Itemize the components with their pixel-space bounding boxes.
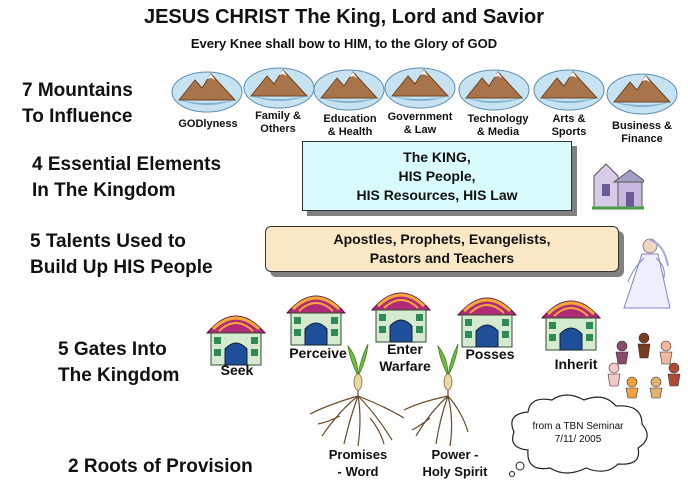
mountain-label-line: & Law [403, 124, 437, 136]
mountain-icon [458, 64, 530, 112]
mountain-label-line: Finance [621, 133, 663, 145]
church-icon [592, 163, 644, 210]
mountain-label-line: & Health [327, 126, 373, 138]
people-circle-icon [607, 332, 681, 399]
mountain-label-line: Arts & [552, 113, 586, 125]
mountain-education [313, 64, 385, 117]
mountain-label: Education & Health [310, 113, 390, 139]
elements-box-line: The KING, [403, 149, 471, 165]
elements-box-line: HIS Resources, HIS Law [356, 187, 518, 203]
row-label-line: The Kingdom [58, 365, 180, 386]
bride-icon [623, 238, 671, 309]
row-label-elements: 4 Essential Elements In The Kingdom [32, 152, 221, 204]
gate-label-line: Perceive [289, 345, 347, 361]
gate-label: Inherit [546, 356, 606, 373]
elements-box: The KING, HIS People, HIS Resources, HIS… [302, 141, 572, 211]
gate-icon [540, 288, 602, 354]
gate-label-line: Posses [465, 346, 515, 362]
gate-icon [370, 280, 432, 346]
cloud-callout [509, 394, 648, 477]
mountain-label: Arts & Sports [529, 113, 609, 139]
mountain-icon [171, 66, 243, 114]
root-label-line: Power - [431, 447, 479, 462]
gate-label: Perceive [280, 345, 356, 362]
mountain-business [606, 68, 678, 121]
mountain-label-line: Family & [255, 110, 301, 122]
mountain-label: Family & Others [238, 110, 318, 136]
talents-box: Apostles, Prophets, Evangelists, Pastors… [265, 226, 619, 272]
mountain-family [243, 62, 315, 115]
mountain-label-line: Technology [467, 113, 529, 125]
row-label-talents: 5 Talents Used to Build Up HIS People [30, 229, 213, 281]
cloud-text-line: 7/11/ 2005 [554, 434, 602, 445]
mountain-label-line: & Media [476, 126, 520, 138]
root-label-line: Promises [328, 447, 388, 462]
root-label-line: - Word [337, 464, 379, 479]
gate-label-line: Seek [220, 362, 254, 378]
root-label: Power - Holy Spirit [410, 446, 500, 480]
mountain-icon [313, 64, 385, 112]
row-label-gates: 5 Gates Into The Kingdom [58, 337, 179, 389]
mountain-icon [533, 64, 605, 112]
gate-label-line: Warfare [379, 358, 431, 374]
mountain-government [384, 62, 456, 115]
gate-label-line: Enter [387, 341, 423, 357]
page-subtitle: Every Knee shall bow to HIM, to the Glor… [190, 36, 498, 51]
mountain-label-line: Education [323, 113, 377, 125]
cloud-text: from a TBN Seminar 7/11/ 2005 [518, 420, 638, 446]
row-label-line: In The Kingdom [32, 180, 176, 201]
mountain-label-line: Business & [612, 120, 672, 132]
cloud-text-line: from a TBN Seminar [532, 421, 624, 432]
mountain-label: Business & Finance [602, 120, 682, 146]
roots-illustration [309, 343, 469, 447]
row-label-line: 4 Essential Elements [32, 154, 222, 175]
row-label-line: 5 Gates Into [58, 339, 167, 360]
mountain-label: Government & Law [380, 111, 460, 137]
mountain-icon [384, 62, 456, 110]
mountain-godlyness [171, 66, 243, 119]
mountain-label-line: Government [387, 111, 453, 123]
row-label-line: To Influence [22, 106, 133, 127]
row-label-line: 5 Talents Used to [30, 231, 186, 252]
gate-label: Seek [207, 362, 267, 379]
mountain-technology [458, 64, 530, 117]
mountain-label: GODlyness [168, 118, 248, 131]
row-label-roots: 2 Roots of Provision [68, 456, 253, 477]
gate-label: Enter Warfare [370, 341, 440, 375]
talents-box-line: Apostles, Prophets, Evangelists, [333, 231, 551, 247]
mountain-icon [243, 62, 315, 110]
mountain-icon [606, 68, 678, 116]
mountain-arts [533, 64, 605, 117]
talents-box-line: Pastors and Teachers [369, 250, 515, 266]
row-label-line: Build Up HIS People [30, 257, 213, 278]
row-label-line: 7 Mountains [22, 80, 133, 101]
root-label: Promises - Word [318, 446, 398, 480]
mountain-label: Technology & Media [458, 113, 538, 139]
mountain-label-line: Sports [551, 126, 587, 138]
row-label-mountains: 7 Mountains To Influence [22, 78, 133, 130]
mountain-label-line: Others [260, 123, 296, 135]
mountain-label-line: GODlyness [178, 118, 238, 130]
root-label-line: Holy Spirit [422, 464, 488, 479]
gate-icon [205, 303, 267, 369]
page-title: JESUS CHRIST The King, Lord and Savior [143, 6, 545, 28]
gate-label-line: Inherit [554, 356, 598, 372]
elements-box-line: HIS People, [398, 168, 476, 184]
gate-label: Posses [460, 346, 520, 363]
